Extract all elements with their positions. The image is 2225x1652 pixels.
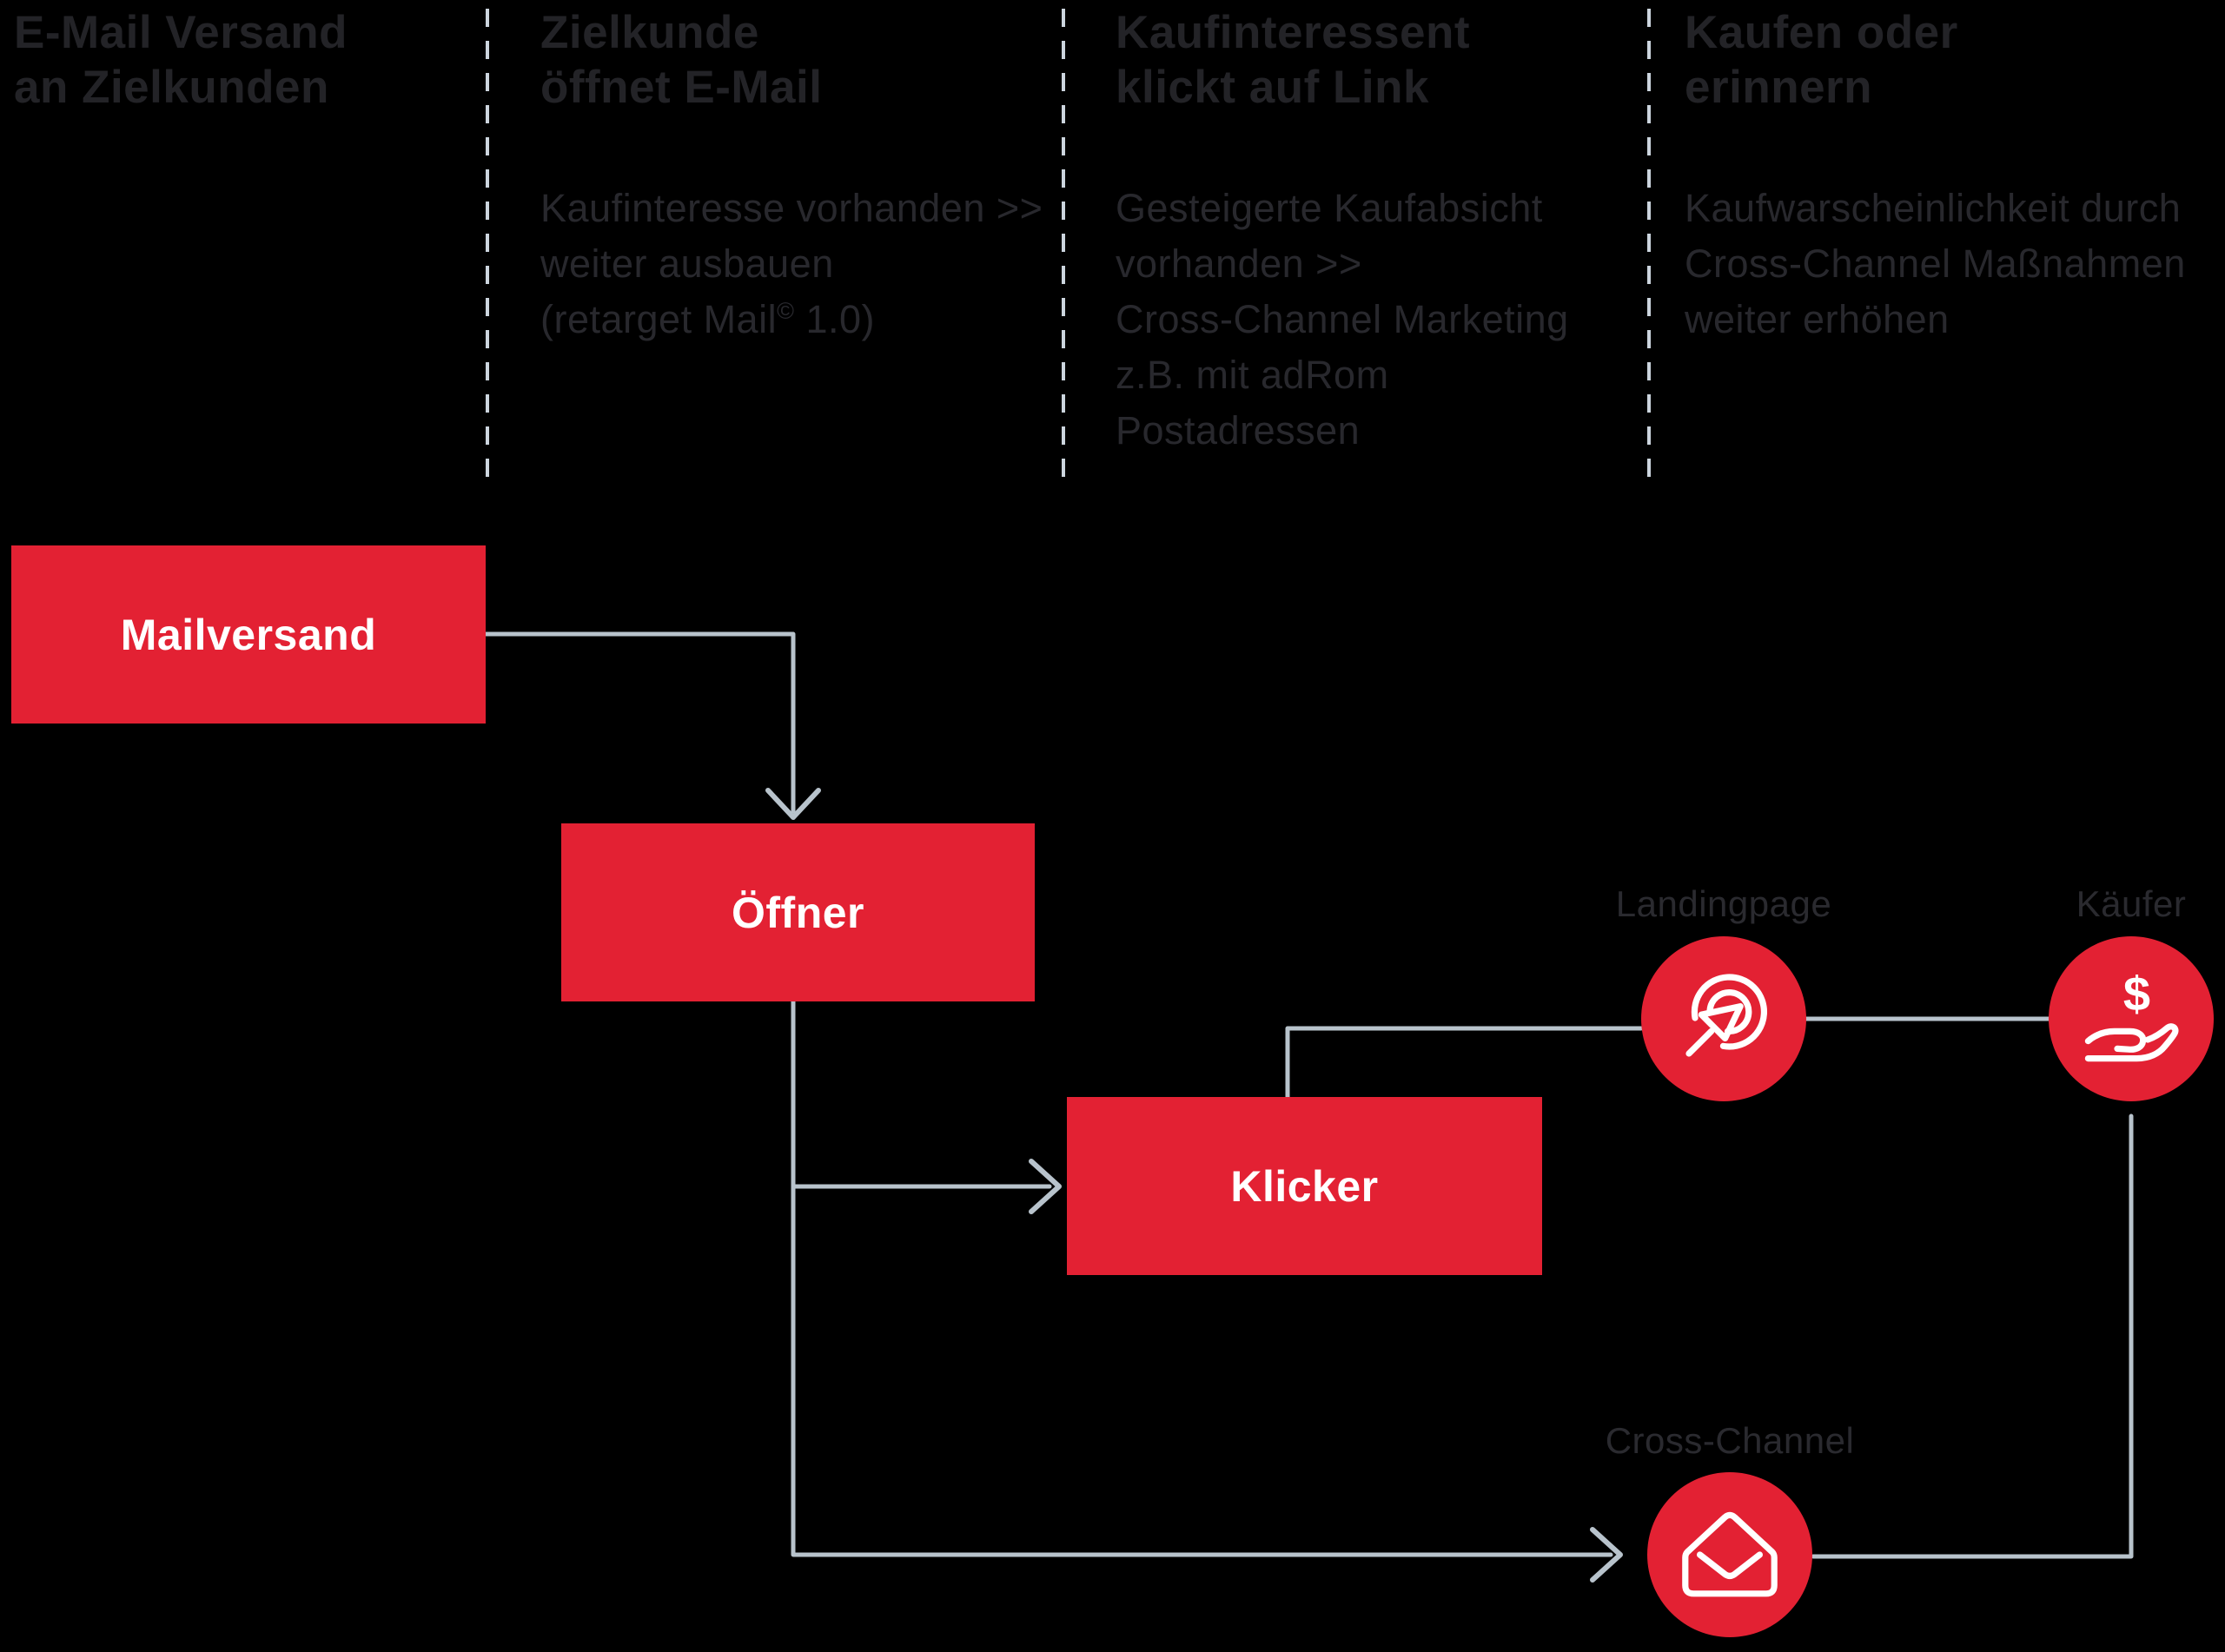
- retarget-version: 1.0): [794, 297, 876, 341]
- column-kaufen-body: Kaufwarscheinlichkeit durch Cross-Channe…: [1685, 181, 2186, 347]
- retarget-text: (retarget Mail: [540, 297, 778, 341]
- body-line: weiter erhöhen: [1685, 297, 1950, 341]
- connector-kaeufer-to-crosschannel: [1811, 1113, 2134, 1559]
- column-heading: E-Mail Versand an Zielkunden: [14, 5, 348, 115]
- column-heading: Kaufen oder erinnern: [1685, 5, 1958, 115]
- heading-line: Zielkunde: [540, 7, 759, 58]
- connector-mailversand-to-oeffner: [483, 631, 796, 814]
- connector-klicker-to-landingpage: [1285, 1026, 1644, 1100]
- body-line: Gesteigerte Kaufabsicht: [1116, 186, 1543, 230]
- hand-fingers: [2084, 1023, 2179, 1062]
- body-line: Cross-Channel Maßnahmen: [1685, 241, 2186, 286]
- dollar-glyph: $: [2123, 966, 2150, 1021]
- node-landingpage: [1641, 936, 1806, 1101]
- heading-line: Kaufinteressent: [1116, 7, 1471, 58]
- column-heading: Zielkunde öffnet E-Mail: [540, 5, 822, 115]
- heading-line: öffnet E-Mail: [540, 62, 823, 113]
- column-kaufinteressent: Kaufinteressent klickt auf Link: [1116, 5, 1470, 115]
- node-label: Öffner: [732, 888, 864, 937]
- column-heading: Kaufinteressent klickt auf Link: [1116, 5, 1470, 115]
- column-kaufinteressent-body: Gesteigerte Kaufabsicht vorhanden >> Cro…: [1116, 181, 1569, 459]
- column-zielkunde: Zielkunde öffnet E-Mail: [540, 5, 822, 115]
- landingpage-label: Landingpage: [1615, 883, 1832, 924]
- node-oeffner: Öffner: [561, 823, 1035, 1001]
- arrowhead-right-icon: [1590, 1527, 1623, 1583]
- body-line: Postadressen: [1116, 408, 1361, 453]
- body-line: z.B. mit adRom: [1116, 353, 1389, 397]
- connectors: [483, 631, 2134, 1583]
- copyright-sup: ©: [777, 298, 795, 324]
- open-envelope-icon: [1682, 1511, 1778, 1597]
- body-line: Cross-Channel Marketing: [1116, 297, 1569, 341]
- node-kaeufer: $: [2049, 936, 2214, 1101]
- arrowhead-right-icon: [1029, 1159, 1062, 1214]
- target-inner-ring: [1706, 989, 1752, 1034]
- heading-line: an Zielkunden: [14, 62, 329, 113]
- node-label: Klicker: [1230, 1161, 1379, 1211]
- body-line: Kaufinteresse vorhanden >>: [540, 186, 1043, 230]
- kaeufer-label: Käufer: [2076, 883, 2187, 924]
- node-mailversand: Mailversand: [11, 545, 486, 724]
- cursor-arrow: [1698, 1003, 1744, 1041]
- column-kaufen: Kaufen oder erinnern: [1685, 5, 1958, 115]
- arrowhead-down-icon: [765, 788, 821, 820]
- column-separators: [486, 9, 1651, 491]
- target-outer-ring: [1691, 974, 1767, 1050]
- envelope-body: [1682, 1511, 1778, 1597]
- body-line: weiter ausbauen: [540, 241, 834, 286]
- connector-oeffner-to-crosschannel: [791, 999, 1613, 1557]
- node-klicker: Klicker: [1067, 1097, 1542, 1275]
- node-label: Mailversand: [120, 610, 377, 659]
- envelope-flap: [1697, 1551, 1763, 1579]
- body-line: vorhanden >>: [1116, 241, 1362, 286]
- heading-line: Kaufen oder: [1685, 7, 1958, 58]
- column-zielkunde-body: Kaufinteresse vorhanden >> weiter ausbau…: [540, 181, 1043, 353]
- cursor-tail: [1685, 1028, 1715, 1057]
- hand-dollar-icon: $: [2084, 966, 2179, 1062]
- column-email-versand: E-Mail Versand an Zielkunden: [14, 5, 348, 115]
- body-line: Kaufwarscheinlichkeit durch: [1685, 186, 2182, 230]
- target-cursor-icon: [1685, 974, 1767, 1057]
- body-line-retarget: (retarget Mail© 1.0): [540, 292, 1043, 353]
- heading-line: klickt auf Link: [1116, 62, 1429, 113]
- hand-thumb: [2084, 1028, 2147, 1053]
- crosschannel-label: Cross-Channel: [1605, 1420, 1855, 1461]
- heading-line: E-Mail Versand: [14, 7, 348, 58]
- node-crosschannel: [1647, 1472, 1812, 1637]
- heading-line: erinnern: [1685, 62, 1873, 113]
